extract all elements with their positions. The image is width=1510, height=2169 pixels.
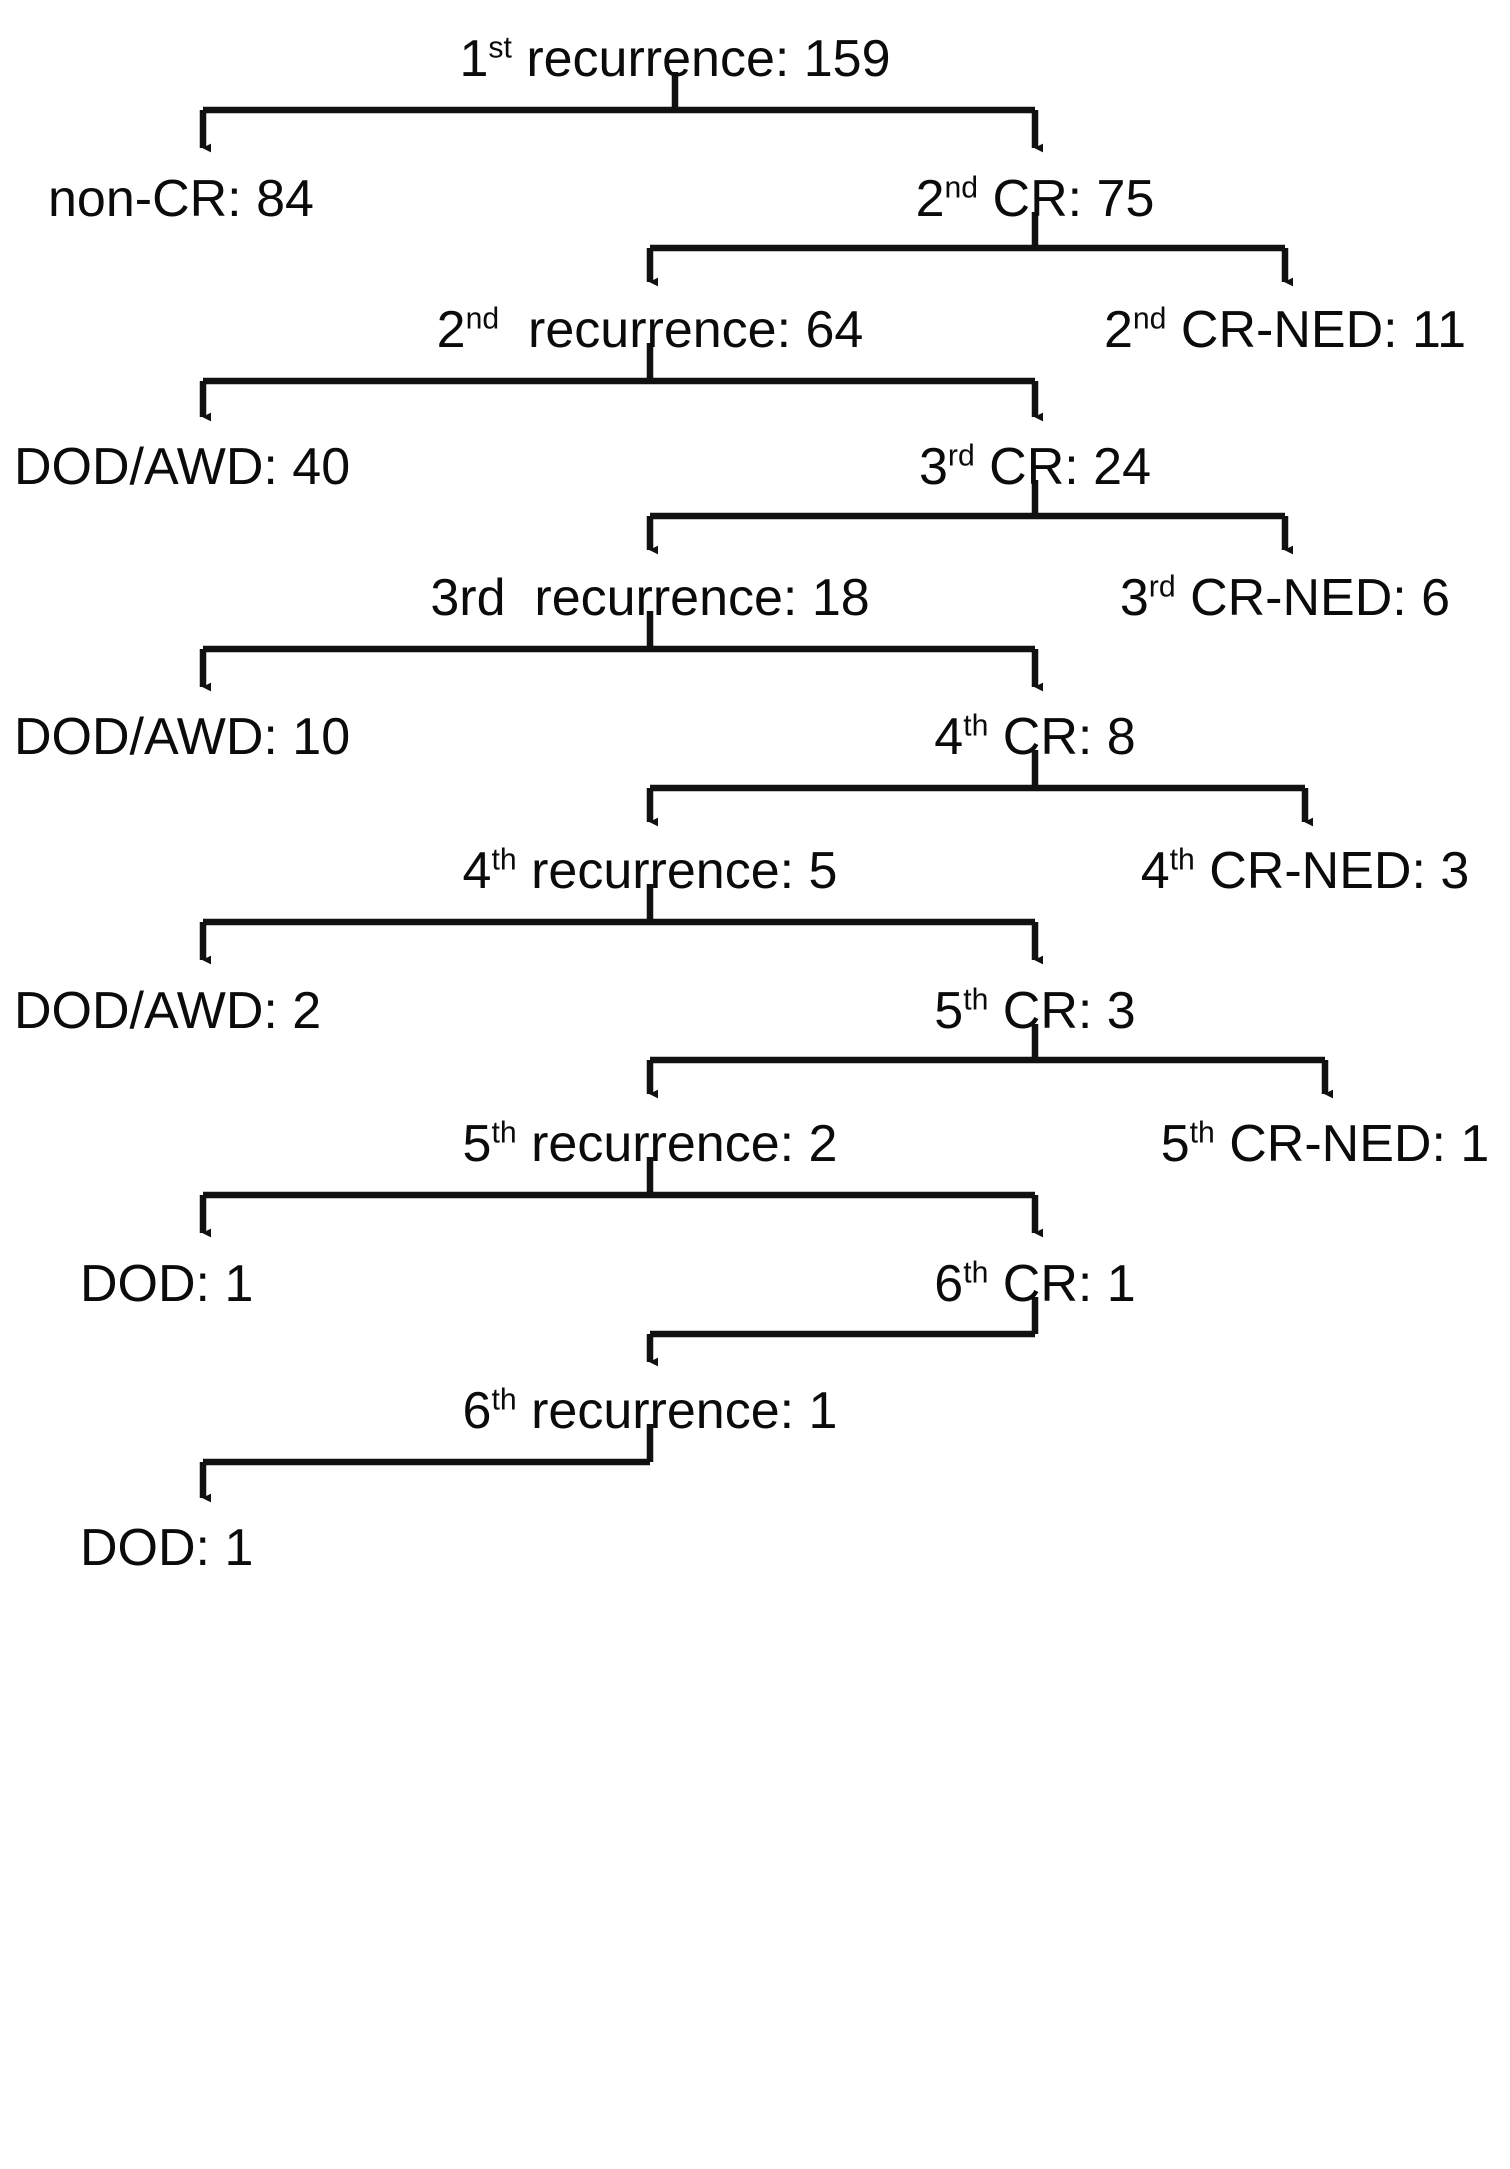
connector-e6 (646, 750, 1314, 827)
node-ordinal-suffix: th (963, 1256, 989, 1290)
node-label-text: non-CR: 84 (48, 170, 314, 228)
node-label-n7: 3rd CR: 24 (919, 441, 1151, 493)
node-ordinal-number: 1 (459, 30, 489, 88)
node-label-text: recurrence: 5 (516, 842, 838, 900)
node-ordinal-suffix: th (491, 843, 517, 877)
connector-e11 (199, 1424, 654, 1503)
node-label-text: CR-NED: 11 (1166, 301, 1467, 359)
node-ordinal-suffix: th (963, 709, 989, 743)
node-ordinal-suffix: rd (1148, 570, 1176, 604)
connector-e7 (199, 884, 1044, 965)
node-ordinal-number: 2 (915, 170, 945, 228)
node-ordinal-suffix: th (1169, 843, 1195, 877)
connector-e4 (646, 480, 1294, 555)
node-label-n8: 3rd recurrence: 18 (430, 572, 869, 624)
node-ordinal-number: 4 (934, 708, 964, 766)
node-label-text: DOD: 1 (80, 1255, 254, 1313)
node-ordinal-suffix: th (1189, 1116, 1215, 1150)
node-label-text: CR: 75 (978, 170, 1155, 228)
node-ordinal-number: 6 (934, 1255, 964, 1313)
node-label-n1: 1st recurrence: 159 (459, 33, 890, 85)
node-label-n17: 5th CR-NED: 1 (1161, 1118, 1490, 1170)
node-label-n6: DOD/AWD: 40 (14, 441, 350, 493)
node-ordinal-number: 3 (1119, 569, 1149, 627)
node-label-text: 3rd recurrence: 18 (430, 569, 870, 627)
node-ordinal-number: 2 (1103, 301, 1133, 359)
node-ordinal-suffix: nd (465, 302, 500, 336)
node-label-n14: DOD/AWD: 2 (14, 985, 321, 1037)
node-label-n9: 3rd CR-NED: 6 (1120, 572, 1450, 624)
node-ordinal-suffix: nd (944, 171, 979, 205)
node-label-text: recurrence: 2 (516, 1115, 838, 1173)
node-label-text: DOD/AWD: 10 (14, 708, 351, 766)
node-label-text: CR: 24 (974, 438, 1152, 496)
node-ordinal-number: 3 (918, 438, 948, 496)
node-ordinal-number: 4 (462, 842, 492, 900)
node-label-text: CR-NED: 1 (1214, 1115, 1490, 1173)
node-label-n19: 6th CR: 1 (934, 1258, 1135, 1310)
node-ordinal-number: 6 (462, 1382, 492, 1440)
node-label-n3: 2nd CR: 75 (916, 173, 1155, 225)
node-label-text: CR-NED: 6 (1175, 569, 1451, 627)
node-ordinal-number: 5 (462, 1115, 492, 1173)
node-ordinal-suffix: th (491, 1116, 517, 1150)
node-ordinal-suffix: th (491, 1383, 517, 1417)
node-ordinal-suffix: rd (947, 439, 975, 473)
node-label-n11: 4th CR: 8 (934, 711, 1135, 763)
node-ordinal-number: 2 (436, 301, 466, 359)
connector-e2 (646, 212, 1294, 287)
connector-e1 (199, 72, 1044, 153)
node-label-text: CR: 1 (988, 1255, 1136, 1313)
node-label-text: recurrence: 159 (511, 30, 891, 88)
node-ordinal-number: 4 (1140, 842, 1170, 900)
node-label-n4: 2nd recurrence: 64 (437, 304, 864, 356)
connector-e3 (199, 343, 1044, 422)
node-ordinal-suffix: nd (1132, 302, 1167, 336)
node-label-text: DOD/AWD: 2 (14, 982, 322, 1040)
node-ordinal-number: 5 (1160, 1115, 1190, 1173)
node-label-n5: 2nd CR-NED: 11 (1104, 304, 1466, 356)
connector-e5 (199, 611, 1044, 692)
node-label-n20: 6th recurrence: 1 (463, 1385, 838, 1437)
node-label-n15: 5th CR: 3 (934, 985, 1135, 1037)
node-ordinal-suffix: th (963, 983, 989, 1017)
node-label-n16: 5th recurrence: 2 (463, 1118, 838, 1170)
node-label-n13: 4th CR-NED: 3 (1141, 845, 1470, 897)
node-ordinal-suffix: st (488, 31, 512, 65)
node-ordinal-number: 5 (934, 982, 964, 1040)
node-label-n18: DOD: 1 (80, 1258, 253, 1310)
node-label-n12: 4th recurrence: 5 (463, 845, 838, 897)
node-label-text: DOD/AWD: 40 (14, 438, 351, 496)
node-label-n2: non-CR: 84 (48, 173, 314, 225)
node-label-n21: DOD: 1 (80, 1522, 253, 1574)
connector-e8 (646, 1024, 1334, 1099)
node-label-text: recurrence: 64 (499, 301, 864, 359)
node-label-text: CR: 8 (988, 708, 1136, 766)
node-label-text: DOD: 1 (80, 1519, 254, 1577)
node-label-n10: DOD/AWD: 10 (14, 711, 350, 763)
node-label-text: recurrence: 1 (516, 1382, 838, 1440)
node-label-text: CR-NED: 3 (1194, 842, 1470, 900)
node-label-text: CR: 3 (988, 982, 1136, 1040)
connector-e10 (646, 1297, 1039, 1367)
connector-e9 (199, 1157, 1044, 1238)
